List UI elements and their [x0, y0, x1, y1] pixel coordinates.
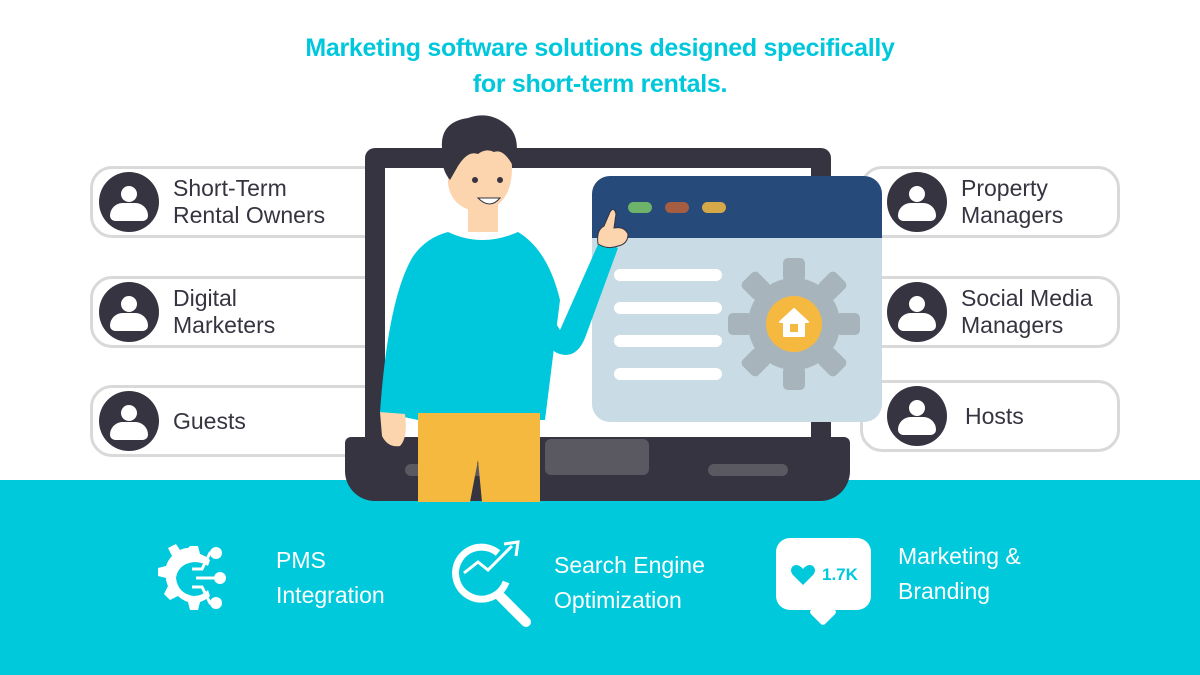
like-count: 1.7K — [822, 565, 858, 584]
gear-circuit-icon — [158, 544, 226, 610]
laptop-trackpad — [545, 439, 649, 475]
feature-marketing-branding: 1.7K Marketing & Branding — [776, 538, 1021, 627]
user-icon — [887, 282, 947, 342]
audience-property-managers: Property Managers — [860, 166, 1120, 238]
text-line — [614, 335, 722, 347]
audience-social-media-managers: Social Media Managers — [860, 276, 1120, 348]
headline-line-2: for short-term rentals. — [472, 70, 728, 98]
headline: Marketing software solutions designed sp… — [0, 30, 1200, 102]
feature-pms-integration: PMS Integration — [150, 538, 385, 618]
user-icon — [99, 172, 159, 232]
feature-search-engine-optimization: Search Engine Optimization — [446, 538, 705, 628]
headline-line-1: Marketing software solutions designed sp… — [305, 34, 895, 62]
audience-guests: Guests — [90, 385, 390, 457]
app-window-illustration — [592, 176, 882, 422]
magnifier-trend-icon — [452, 540, 531, 627]
text-line — [614, 302, 722, 314]
like-bubble-icon: 1.7K — [776, 538, 871, 627]
window-dot-yellow — [702, 202, 726, 213]
user-icon — [99, 282, 159, 342]
window-title-bar — [592, 176, 882, 238]
audience-hosts: Hosts — [860, 380, 1120, 452]
laptop-slot — [405, 464, 485, 476]
window-dot-green — [628, 202, 652, 213]
audience-digital-marketers: Digital Marketers — [90, 276, 390, 348]
laptop-slot — [708, 464, 788, 476]
text-line — [614, 269, 722, 281]
user-icon — [99, 391, 159, 451]
text-line — [614, 368, 722, 380]
window-dot-brown — [665, 202, 689, 213]
audience-short-term-rental-owners: Short-Term Rental Owners — [90, 166, 390, 238]
heart-icon — [791, 565, 815, 585]
user-icon — [887, 172, 947, 232]
user-icon — [887, 386, 947, 446]
gear-house-icon — [728, 258, 860, 390]
